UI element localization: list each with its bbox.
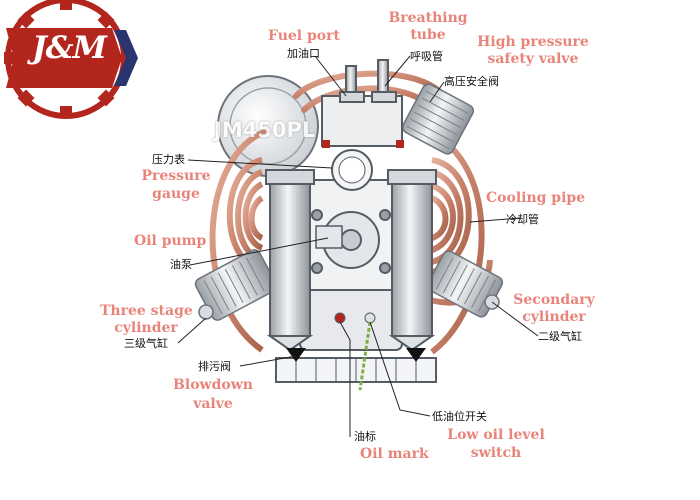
label-pressure-gauge-en-1: Pressure xyxy=(141,168,211,184)
logo-wordmark: J&M xyxy=(32,30,107,66)
label-low-oil-cn: 低油位开关 xyxy=(432,410,487,423)
label-fuel-port-cn: 加油口 xyxy=(287,47,320,60)
label-three-stage-cn: 三级气缸 xyxy=(124,337,168,350)
label-breathing-tube-en-2: tube xyxy=(410,27,446,43)
label-secondary-cn: 二级气缸 xyxy=(538,330,582,343)
label-hp-valve-en-2: safety valve xyxy=(487,51,579,67)
label-fuel-port-en: Fuel port xyxy=(268,28,340,44)
crankcase xyxy=(295,179,407,351)
leader-low-oil xyxy=(369,321,431,417)
pressure-gauge-dial xyxy=(331,149,373,191)
top-manifold xyxy=(321,59,404,148)
logo-gear-teeth xyxy=(4,0,115,118)
label-pressure-gauge-en-2: gauge xyxy=(152,186,200,202)
label-low-oil-en-2: switch xyxy=(470,445,522,461)
cylinder-column-left xyxy=(265,169,315,352)
leader-fuel-port xyxy=(314,55,347,97)
label-oil-mark-cn: 油标 xyxy=(354,430,376,443)
cylinder-column-right xyxy=(387,169,437,352)
label-hp-valve-en-1: High pressure xyxy=(477,34,589,50)
label-secondary-en-2: cylinder xyxy=(522,309,586,325)
label-pressure-gauge-cn: 压力表 xyxy=(152,153,185,166)
leader-cooling-pipe xyxy=(469,217,521,223)
label-breathing-tube-cn: 呼吸管 xyxy=(410,50,443,63)
label-cooling-pipe-en: Cooling pipe xyxy=(486,190,586,206)
leader-secondary xyxy=(491,301,539,337)
label-cooling-pipe-cn: 冷却管 xyxy=(506,213,539,226)
finned-cylinder-top-right xyxy=(401,83,475,155)
leader-pressure-gauge xyxy=(187,159,333,169)
label-breathing-tube-en-1: Breathing xyxy=(388,10,468,26)
leader-blowdown xyxy=(239,355,297,367)
oil-pump-housing xyxy=(315,225,343,249)
leader-breathing-tube xyxy=(384,55,411,87)
label-blowdown-en-1: Blowdown xyxy=(173,377,253,393)
base-plate xyxy=(275,357,437,383)
label-oil-pump-en: Oil pump xyxy=(134,233,207,249)
leader-lines xyxy=(177,55,539,437)
leader-hp-valve xyxy=(429,81,445,103)
leader-oil-mark xyxy=(339,321,351,437)
model-number: JM450PL xyxy=(214,118,316,142)
label-three-stage-en-1: Three stage xyxy=(100,303,193,319)
label-oil-mark-en: Oil mark xyxy=(360,446,429,462)
logo-banner xyxy=(6,28,122,88)
label-blowdown-cn: 排污阀 xyxy=(198,360,231,373)
logo-arrow xyxy=(114,30,138,86)
low-oil-switch-body xyxy=(364,312,376,324)
label-hp-valve-cn: 高压安全阀 xyxy=(444,75,499,88)
jm-logo xyxy=(4,0,138,119)
blowdown-valve-tip-right xyxy=(406,348,426,362)
label-blowdown-en-2: valve xyxy=(193,396,233,412)
label-three-stage-en-2: cylinder xyxy=(114,320,178,336)
three-stage-cylinder xyxy=(194,249,278,321)
leader-oil-pump xyxy=(189,237,329,266)
oil-mark-window xyxy=(334,312,346,324)
leader-three-stage xyxy=(177,317,207,344)
low-oil-switch-cable xyxy=(358,321,372,391)
label-low-oil-en-1: Low oil level xyxy=(447,427,545,443)
label-secondary-en-1: Secondary xyxy=(513,292,595,308)
label-oil-pump-cn: 油泵 xyxy=(170,258,192,271)
blowdown-valve-tip-left xyxy=(286,348,306,362)
